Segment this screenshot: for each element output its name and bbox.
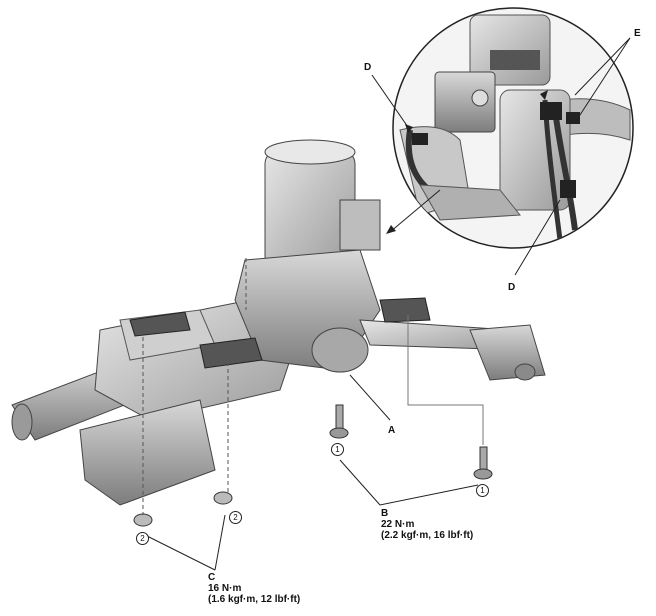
steering-column-assembly	[11, 139, 546, 506]
torque-c-value: 16 N·m	[208, 583, 242, 594]
leader-lines	[142, 37, 631, 571]
bolt-left-number: 1	[331, 443, 344, 456]
callout-d-bottom: D	[508, 282, 516, 293]
callout-c: C	[208, 572, 216, 583]
callout-b: B	[381, 508, 389, 519]
callout-d-top: D	[364, 62, 372, 73]
callout-a: A	[388, 425, 396, 436]
detail-view	[392, 7, 634, 249]
nut-right-number: 2	[229, 511, 242, 524]
torque-b-value: 22 N·m	[381, 519, 415, 530]
bolt-right-number: 1	[476, 484, 489, 497]
torque-b-alt: (2.2 kgf·m, 16 lbf·ft)	[381, 530, 474, 541]
nut-left	[133, 513, 153, 527]
nut-left-number: 2	[136, 532, 149, 545]
bolt-right	[473, 446, 493, 480]
bolt-left	[329, 404, 349, 439]
torque-c-alt: (1.6 kgf·m, 12 lbf·ft)	[208, 594, 301, 605]
callout-e: E	[634, 28, 641, 39]
nut-right	[213, 491, 233, 505]
